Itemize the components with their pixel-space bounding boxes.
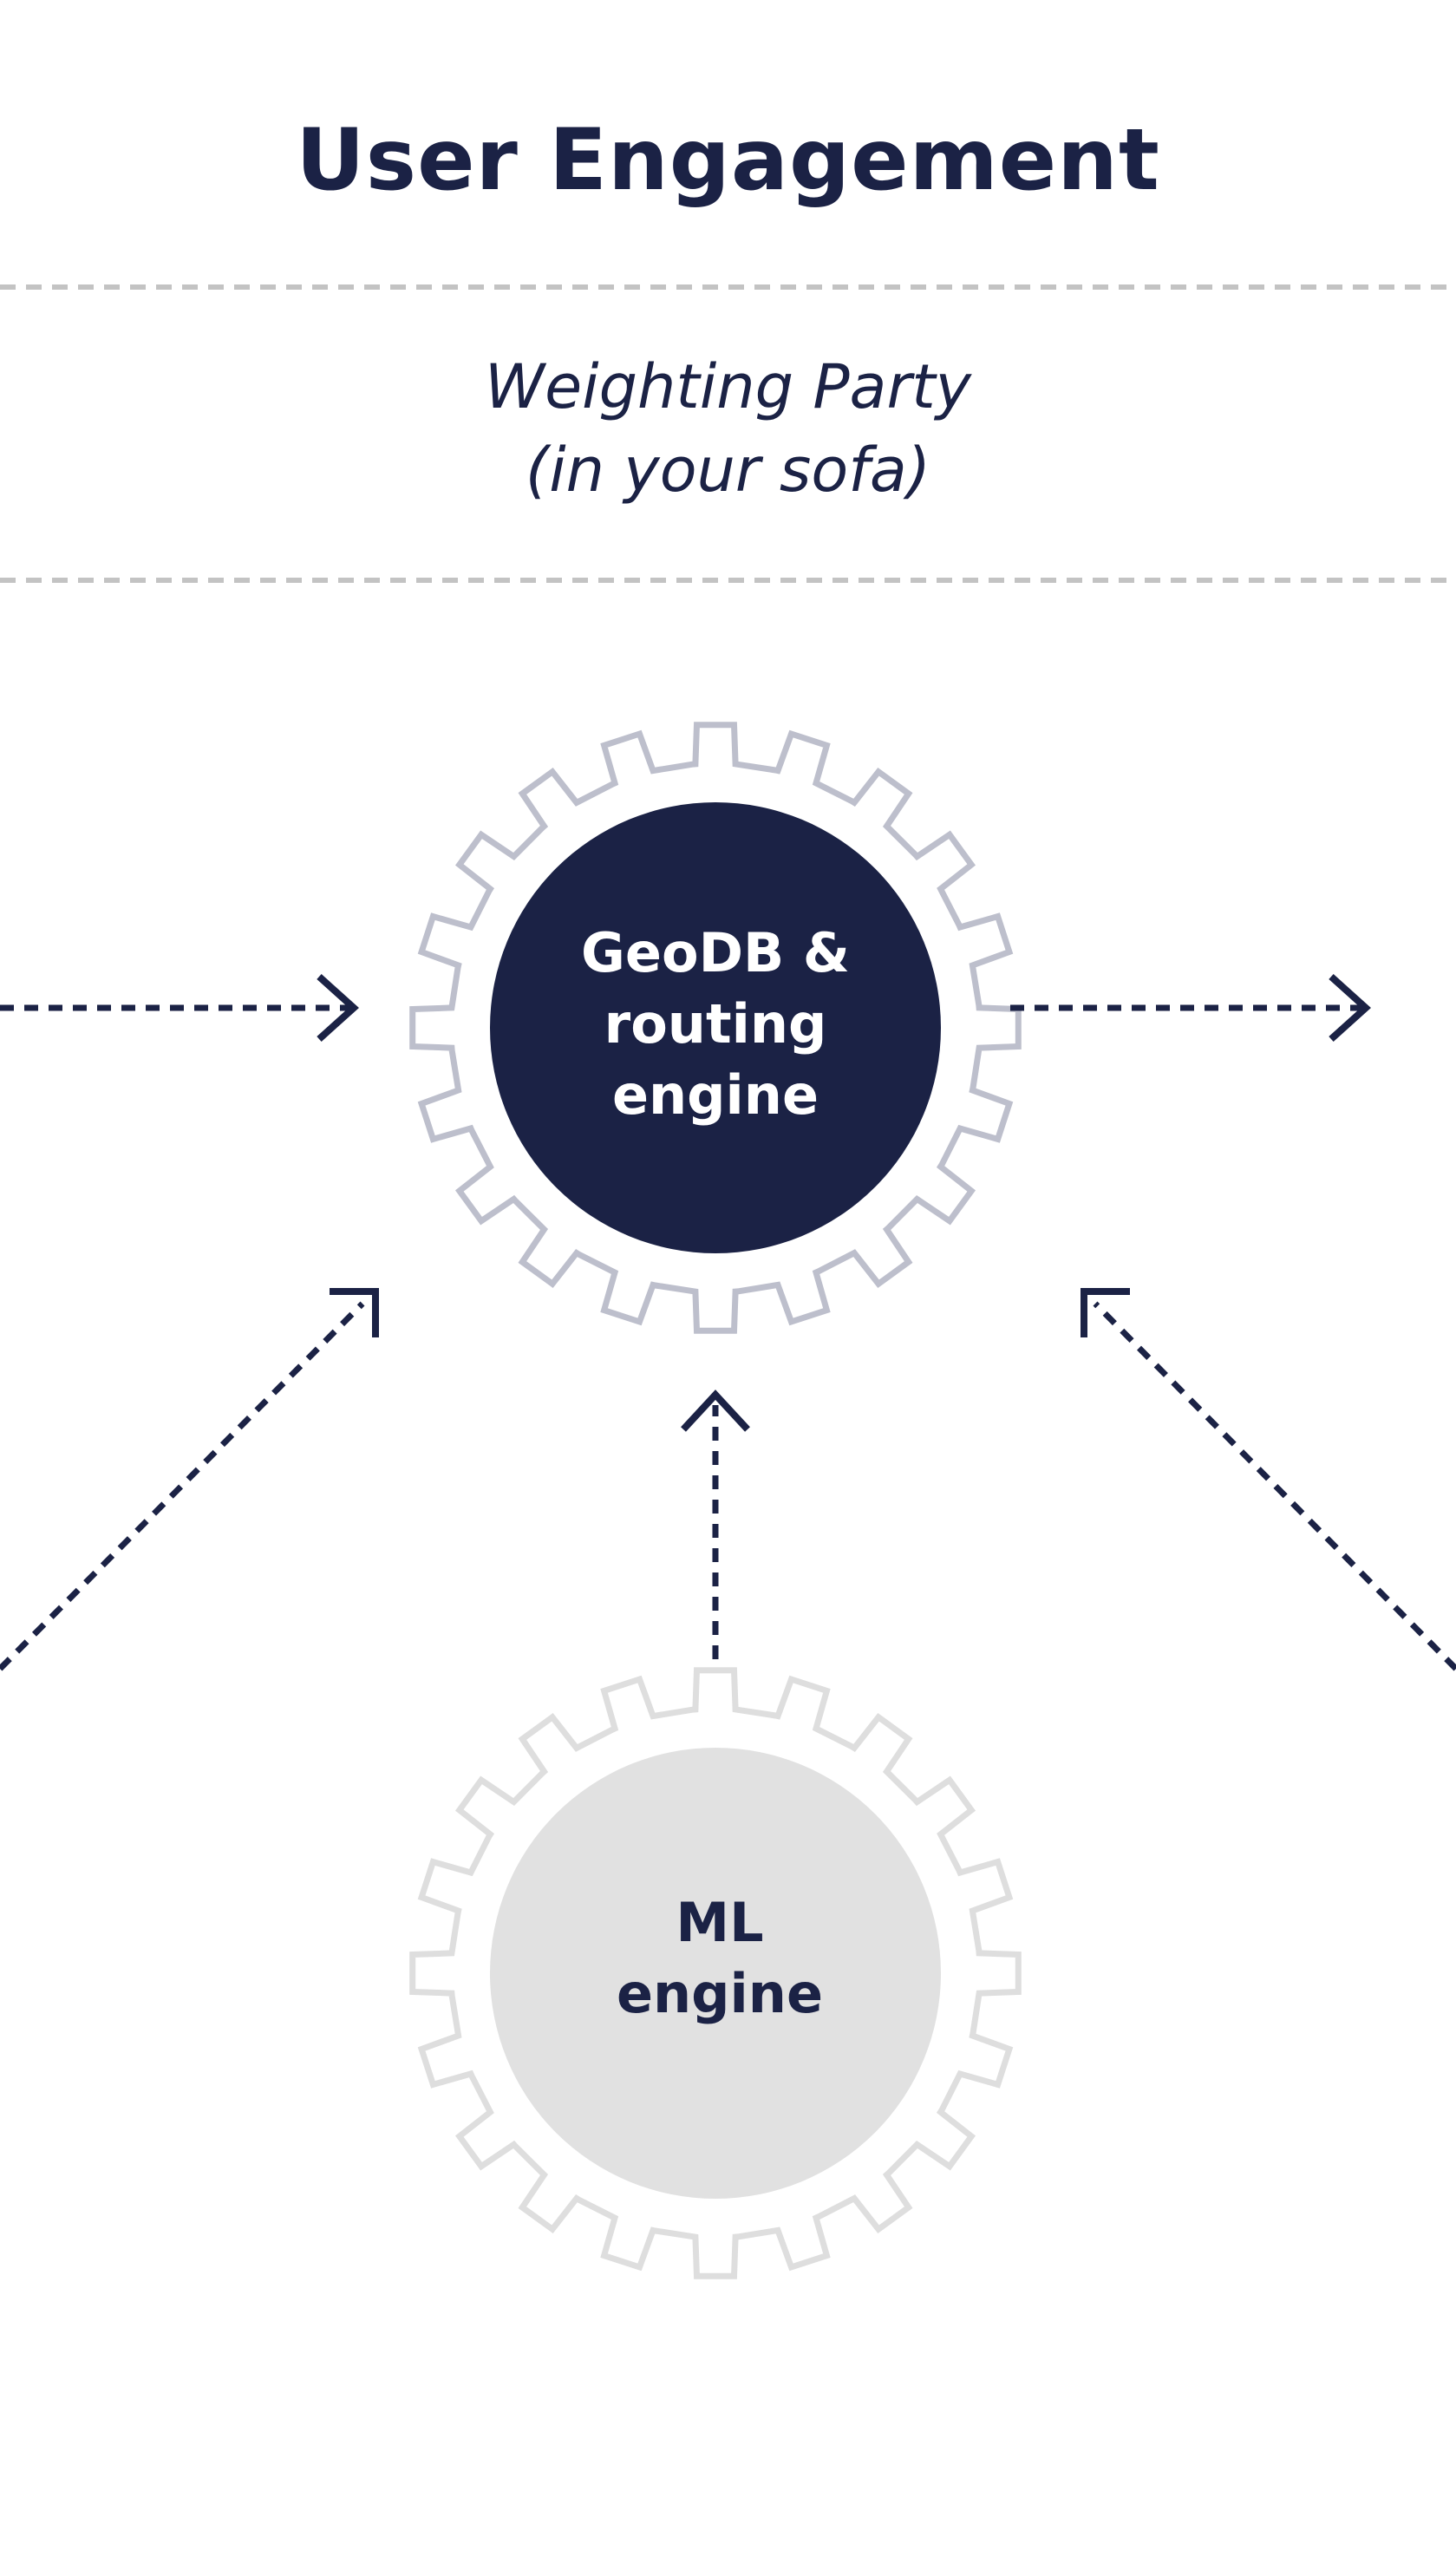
ml-to-geodb-arrow-icon bbox=[681, 1389, 750, 1432]
lower-right-arrow-line bbox=[1093, 1301, 1456, 1671]
page-title: User Engagement bbox=[296, 111, 1160, 210]
geodb-label-line2: routing bbox=[604, 992, 827, 1056]
section-label-line2: (in your sofa) bbox=[525, 435, 931, 506]
lower-right-arrow-icon bbox=[1081, 1288, 1130, 1337]
ml-node-label: ML engine bbox=[503, 1887, 937, 2030]
lower-left-arrow-line bbox=[0, 1301, 365, 1671]
ml-node-circle bbox=[490, 1748, 941, 2199]
geodb-node-circle bbox=[490, 802, 941, 1253]
geodb-node-label: GeoDB & routing engine bbox=[499, 918, 932, 1131]
geodb-gear-icon bbox=[409, 722, 1022, 1334]
section-label: Weighting Party (in your sofa) bbox=[0, 345, 1456, 512]
right-outgoing-arrow-icon bbox=[1329, 974, 1371, 1042]
geodb-label-line3: engine bbox=[611, 1063, 819, 1127]
ml-gear-icon bbox=[409, 1667, 1022, 2279]
ml-label-line2: engine bbox=[616, 1962, 823, 2025]
left-incoming-arrow-icon bbox=[317, 974, 359, 1042]
section-label-line1: Weighting Party bbox=[484, 351, 972, 422]
geodb-label-line1: GeoDB & bbox=[581, 921, 850, 984]
lower-left-arrow-icon bbox=[330, 1288, 379, 1337]
ml-label-line1: ML bbox=[676, 1891, 764, 1954]
